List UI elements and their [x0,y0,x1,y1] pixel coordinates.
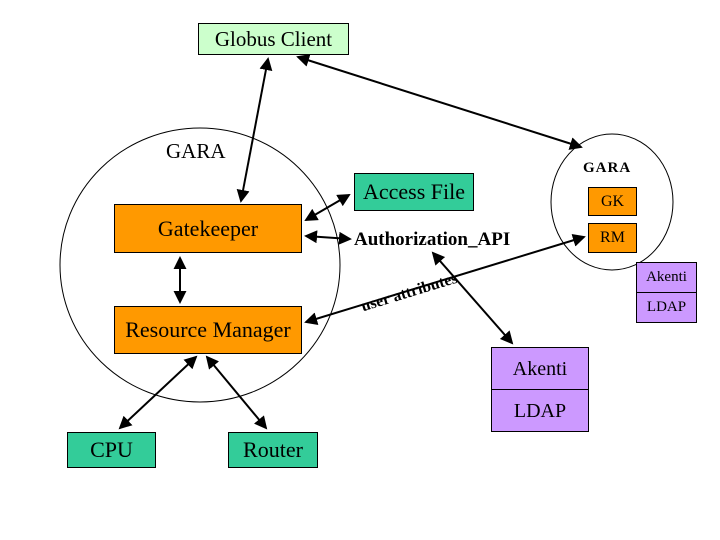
akenti-main-cell: Akenti [491,347,589,390]
access-file-node: Access File [354,173,474,211]
globus-client-node: Globus Client [198,23,349,55]
akenti-ldap-main-stack: Akenti LDAP [491,347,589,432]
gara-outer-ellipse [59,127,341,403]
edge-authorizationapi-akenti [431,251,514,345]
gatekeeper-node: Gatekeeper [114,204,302,253]
edge-globusclient-garainner [296,54,583,150]
edge-globusclient-gatekeeper [236,57,273,203]
router-node: Router [228,432,318,468]
akenti-side-cell: Akenti [636,262,697,293]
resource-manager-node: Resource Manager [114,306,302,354]
akenti-ldap-side-stack: Akenti LDAP [636,262,697,323]
edge-gatekeeper-accessfile [304,194,351,221]
gara-inner-ellipse [550,133,674,271]
gara-outer-label: GARA [166,139,226,163]
edge-gatekeeper-authorizationapi [304,230,352,245]
authorization-api-label: Authorization_API [354,229,511,250]
rm-node: RM [588,223,637,253]
edge-resourcemanager-router [205,355,268,430]
gara-inner-label: GARA [583,160,632,176]
edge-resourcemanager-cpu [118,355,198,430]
cpu-node: CPU [67,432,156,468]
ldap-main-cell: LDAP [491,389,589,432]
gk-node: GK [588,187,637,216]
ldap-side-cell: LDAP [636,292,697,323]
